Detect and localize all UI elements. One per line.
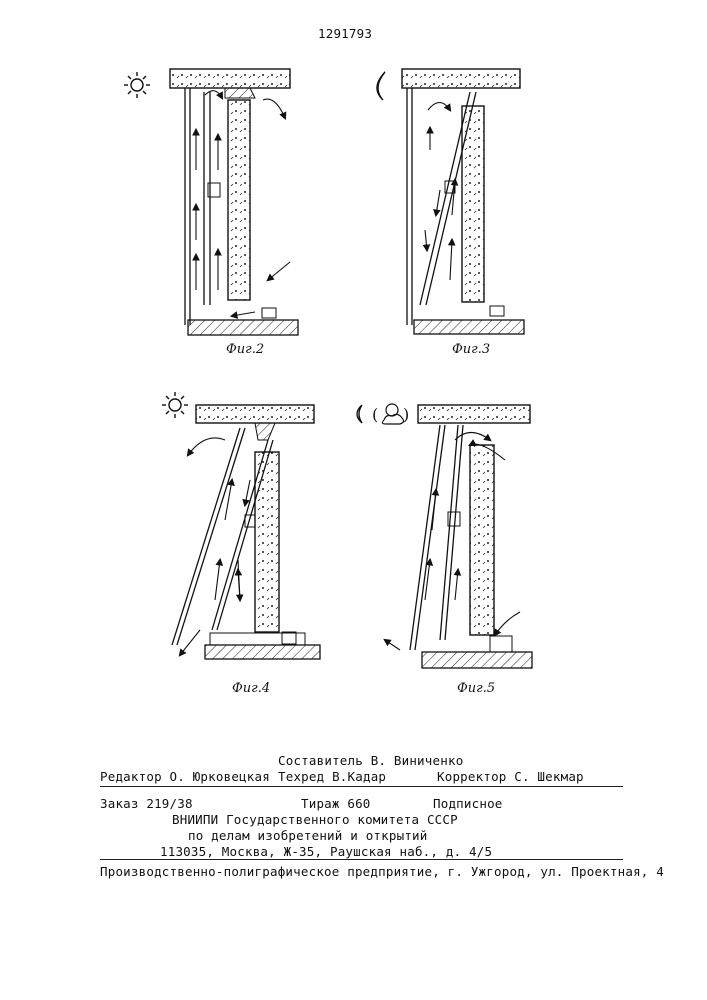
corrector-line: Корректор С. Шекмар [437, 769, 584, 784]
org-line-2: по делам изобретений и открытий [188, 828, 428, 843]
subscription-line: Подписное [433, 796, 503, 811]
cloud-sun-icon [382, 404, 403, 424]
figure-5-drawing: ( ) [357, 404, 532, 668]
org-address: 113035, Москва, Ж-35, Раушская наб., д. … [160, 844, 492, 859]
order-line: Заказ 219/38 [100, 796, 193, 811]
figure-caption-4: Фиг.4 [232, 681, 270, 696]
figure-4-drawing [162, 392, 320, 659]
svg-text:): ) [403, 405, 409, 424]
divider-1 [100, 786, 623, 787]
figure-caption-5: Фиг.5 [457, 681, 495, 696]
patent-drawings: ( ) [0, 0, 707, 740]
org-line-1: ВНИИПИ Государственного комитета СССР [172, 812, 458, 827]
editor-line: Редактор О. Юрковецкая [100, 769, 270, 784]
moon-icon [377, 72, 385, 100]
figure-caption-2: Фиг.2 [226, 342, 264, 357]
figure-2-drawing [124, 69, 298, 335]
figure-3-drawing [377, 69, 524, 334]
techred-line: Техред В.Кадар [278, 769, 386, 784]
compiler-line: Составитель В. Виниченко [278, 753, 463, 768]
sun-icon [162, 392, 188, 418]
printer-line: Производственно-полиграфическое предприя… [100, 864, 664, 879]
divider-2 [100, 859, 623, 860]
circulation-line: Тираж 660 [301, 796, 371, 811]
svg-text:(: ( [372, 405, 378, 424]
moon-icon [357, 405, 362, 423]
figure-caption-3: Фиг.3 [452, 342, 490, 357]
sun-icon [124, 72, 150, 98]
